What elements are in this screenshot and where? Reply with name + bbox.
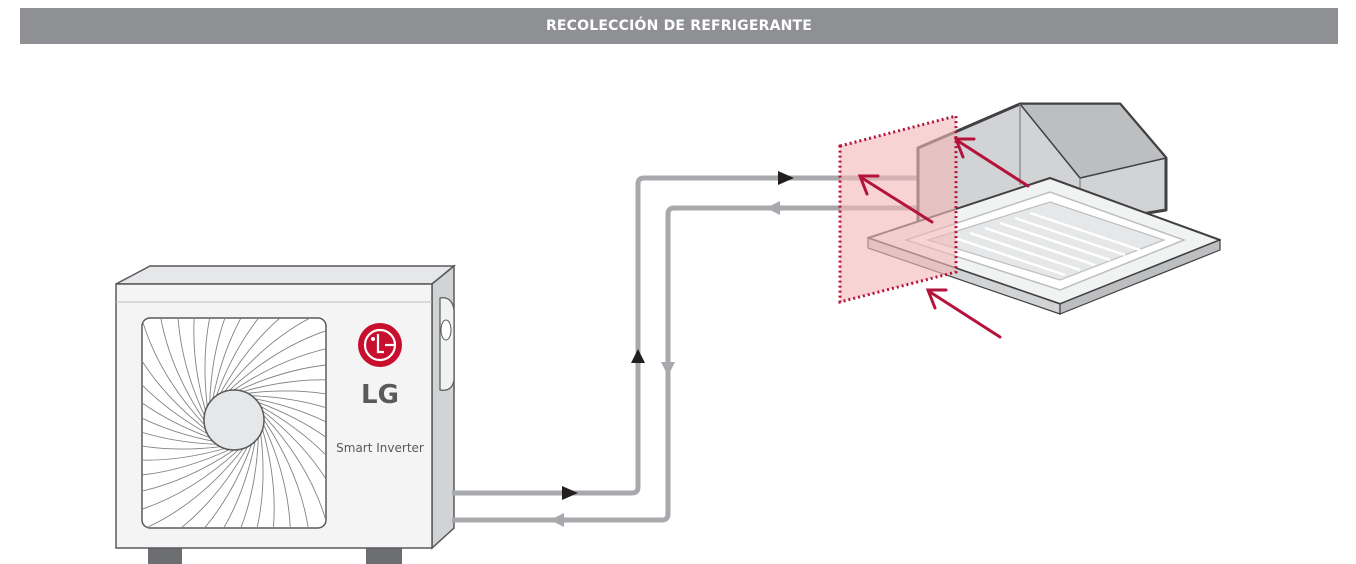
flow-arrows bbox=[550, 171, 794, 527]
model-text: Smart Inverter bbox=[336, 441, 424, 455]
fan-blade bbox=[243, 379, 326, 392]
fan-blade bbox=[163, 446, 248, 528]
fan-blade bbox=[142, 449, 235, 497]
detection-zone bbox=[838, 114, 958, 304]
flow-arrow-icon bbox=[550, 513, 564, 527]
outdoor-unit-foot bbox=[148, 546, 182, 564]
fan-blade bbox=[255, 398, 326, 451]
fan-blade bbox=[142, 331, 206, 430]
fan-blade bbox=[258, 401, 326, 472]
fan-blade bbox=[142, 449, 230, 477]
fan-blade bbox=[247, 390, 326, 407]
fan-blade bbox=[182, 444, 253, 528]
supply-pipe bbox=[452, 175, 918, 496]
fan-blade bbox=[262, 429, 275, 528]
fan-blade bbox=[263, 424, 291, 528]
flow-arrow-icon bbox=[661, 362, 675, 376]
fan-blade bbox=[260, 406, 326, 491]
fan-blade bbox=[204, 318, 221, 407]
airflow-arrow-icon bbox=[925, 288, 1002, 339]
fan-blade bbox=[142, 368, 210, 439]
fan-blade bbox=[145, 448, 244, 528]
fan-blade bbox=[142, 411, 217, 445]
flow-arrow-icon bbox=[778, 171, 794, 185]
fan-blade bbox=[142, 349, 208, 434]
fan-blade bbox=[263, 419, 311, 528]
flow-arrow-icon bbox=[562, 486, 578, 500]
fan-blade bbox=[142, 433, 221, 450]
fan-blade bbox=[220, 318, 305, 394]
fan-blade bbox=[215, 318, 286, 396]
fan-blade bbox=[177, 318, 205, 416]
diagram-title: RECOLECCIÓN DE REFRIGERANTE bbox=[20, 8, 1338, 44]
flow-arrow-icon bbox=[766, 201, 780, 215]
fan-blade bbox=[203, 441, 256, 528]
airflow-arrows bbox=[857, 137, 1030, 339]
fan-blade bbox=[251, 395, 326, 429]
lg-logo-icon bbox=[358, 323, 402, 367]
flow-arrow-icon bbox=[631, 349, 645, 363]
fan-blade bbox=[247, 433, 264, 528]
fan-blade bbox=[142, 389, 213, 442]
fan-blade bbox=[193, 318, 206, 411]
brand-logo-text: LG bbox=[361, 380, 399, 410]
fan-blade bbox=[142, 318, 205, 426]
fan-blade bbox=[263, 414, 326, 525]
fan-blade bbox=[157, 318, 205, 421]
outdoor-unit: LG Smart Inverter bbox=[115, 264, 457, 564]
fan-hub bbox=[203, 389, 265, 451]
fan-blade bbox=[224, 318, 323, 392]
fan-icon bbox=[142, 318, 326, 528]
fan-blade bbox=[225, 437, 259, 528]
fan-blade bbox=[262, 410, 326, 509]
fan-blade bbox=[209, 318, 243, 403]
fan-blade bbox=[228, 326, 326, 391]
fan-blade bbox=[212, 318, 265, 399]
fan-blade bbox=[142, 449, 240, 514]
airflow-arrow-icon bbox=[857, 174, 934, 224]
fan-blade bbox=[233, 343, 326, 391]
fan-blade bbox=[238, 363, 326, 391]
fan-blade bbox=[142, 448, 225, 461]
airflow-arrow-icon bbox=[953, 137, 1030, 188]
outdoor-unit-foot bbox=[366, 546, 402, 564]
cassette-grille bbox=[954, 211, 1141, 277]
